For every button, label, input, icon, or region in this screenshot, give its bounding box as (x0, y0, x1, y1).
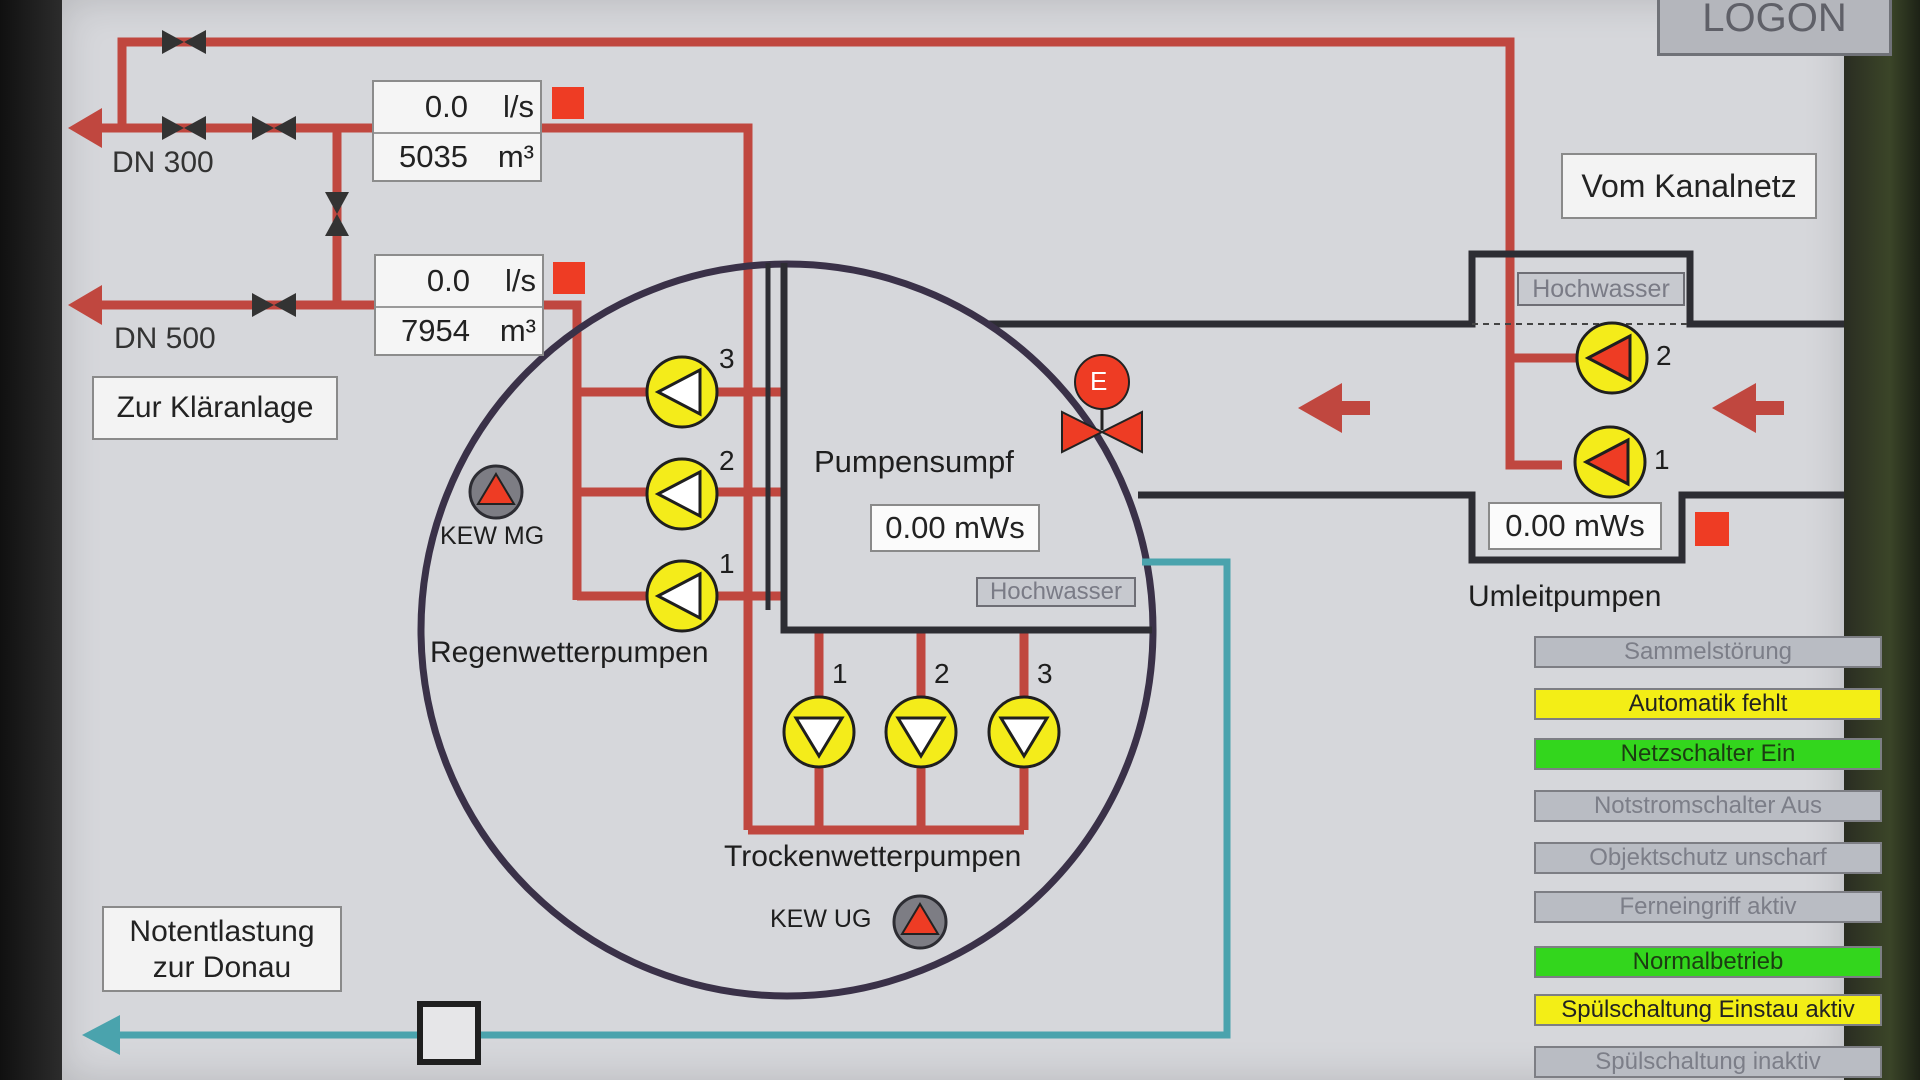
flow-unit: l/s (505, 263, 536, 298)
flow-meter-dn500: 0.0 l/s 7954 m³ (374, 254, 544, 356)
bypass-high-water-indicator: Hochwasser (1517, 272, 1685, 306)
dry-pumps-title: Trockenwetterpumpen (724, 840, 1022, 873)
pipe-emergency-overflow (102, 558, 1231, 1039)
dn300-label: DN 300 (112, 146, 214, 179)
arrow-channel-left (1298, 383, 1342, 433)
sump-wall (780, 263, 1152, 634)
volume-unit: m³ (499, 313, 536, 348)
flow-value: 0.0 (426, 263, 470, 298)
rain-pump-number-1: 1 (719, 548, 735, 579)
dry-pump-number-3: 3 (1037, 658, 1053, 689)
rain-pump-number-2: 2 (719, 445, 735, 476)
process-diagram (68, 30, 1844, 1065)
arrow-channel-right (1712, 383, 1756, 433)
pipe-top-main (117, 37, 1482, 128)
dn500-label: DN 500 (114, 322, 216, 355)
status-indicator: Sammelstörung (1534, 636, 1882, 668)
emergency-overflow-label: Notentlastung zur Donau (102, 906, 342, 992)
dry-pump-number-1: 1 (832, 658, 848, 689)
bypass-pumps (1573, 321, 1649, 499)
status-indicator: Normalbetrieb (1534, 946, 1882, 978)
bypass-pump-number-1: 1 (1654, 444, 1670, 475)
bypass-level-display: 0.00 mWs (1488, 502, 1662, 550)
arrow-overflow (82, 1015, 120, 1055)
volume-value: 5035 (399, 139, 468, 174)
rain-pump-number-3: 3 (719, 343, 735, 374)
valves (162, 30, 349, 317)
kew-mg-label: KEW MG (440, 522, 545, 550)
inlet-channel (988, 250, 1844, 564)
status-indicator: Automatik fehlt (1534, 688, 1882, 720)
from-sewer-label: Vom Kanalnetz (1561, 153, 1817, 219)
rain-pumps (645, 355, 719, 633)
meter2-alarm (553, 262, 585, 294)
dry-pump-number-2: 2 (934, 658, 950, 689)
bypass-pump-number-2: 2 (1656, 340, 1672, 371)
flow-value: 0.0 (424, 89, 468, 124)
arrow-dn300 (68, 108, 102, 148)
scada-screen: LOGON DN 300 DN 500 Zur Kläranlage Noten… (62, 0, 1892, 1080)
sump-high-water-indicator: Hochwasser (976, 577, 1136, 607)
kew-indicators (468, 464, 948, 950)
emergency-overflow-line2: zur Donau (152, 951, 292, 984)
status-indicator: Objektschutz unscharf (1534, 842, 1882, 874)
sump-title: Pumpensumpf (814, 444, 1014, 479)
to-treatment-plant-label: Zur Kläranlage (92, 376, 338, 440)
emergency-overflow-line1: Notentlastung (129, 915, 315, 948)
status-indicator: Spülschaltung inaktiv (1534, 1046, 1882, 1078)
logon-button[interactable]: LOGON (1657, 0, 1892, 56)
arrow-dn500 (68, 285, 102, 325)
volume-unit: m³ (497, 139, 534, 174)
status-indicator: Netzschalter Ein (1534, 738, 1882, 770)
meter1-alarm (552, 87, 584, 119)
status-indicator: Notstromschalter Aus (1534, 790, 1882, 822)
dry-pumps (782, 695, 1061, 769)
status-indicator: Ferneingriff aktiv (1534, 891, 1882, 923)
overflow-gate[interactable] (417, 1001, 481, 1065)
flow-meter-dn300: 0.0 l/s 5035 m³ (372, 80, 542, 182)
monitor-bezel-left (0, 0, 62, 1080)
bypass-level-alarm (1695, 512, 1729, 546)
bypass-pumps-title: Umleitpumpen (1468, 580, 1662, 613)
motor-valve[interactable] (1061, 354, 1143, 454)
rain-pumps-title: Regenwetterpumpen (430, 636, 709, 669)
volume-value: 7954 (401, 313, 470, 348)
flow-unit: l/s (503, 89, 534, 124)
flow-arrows (68, 108, 1784, 433)
sump-level-display: 0.00 mWs (870, 504, 1040, 552)
valve-e-label: E (1090, 366, 1108, 396)
status-indicator: Spülschaltung Einstau aktiv (1534, 994, 1882, 1026)
kew-ug-label: KEW UG (770, 905, 872, 933)
